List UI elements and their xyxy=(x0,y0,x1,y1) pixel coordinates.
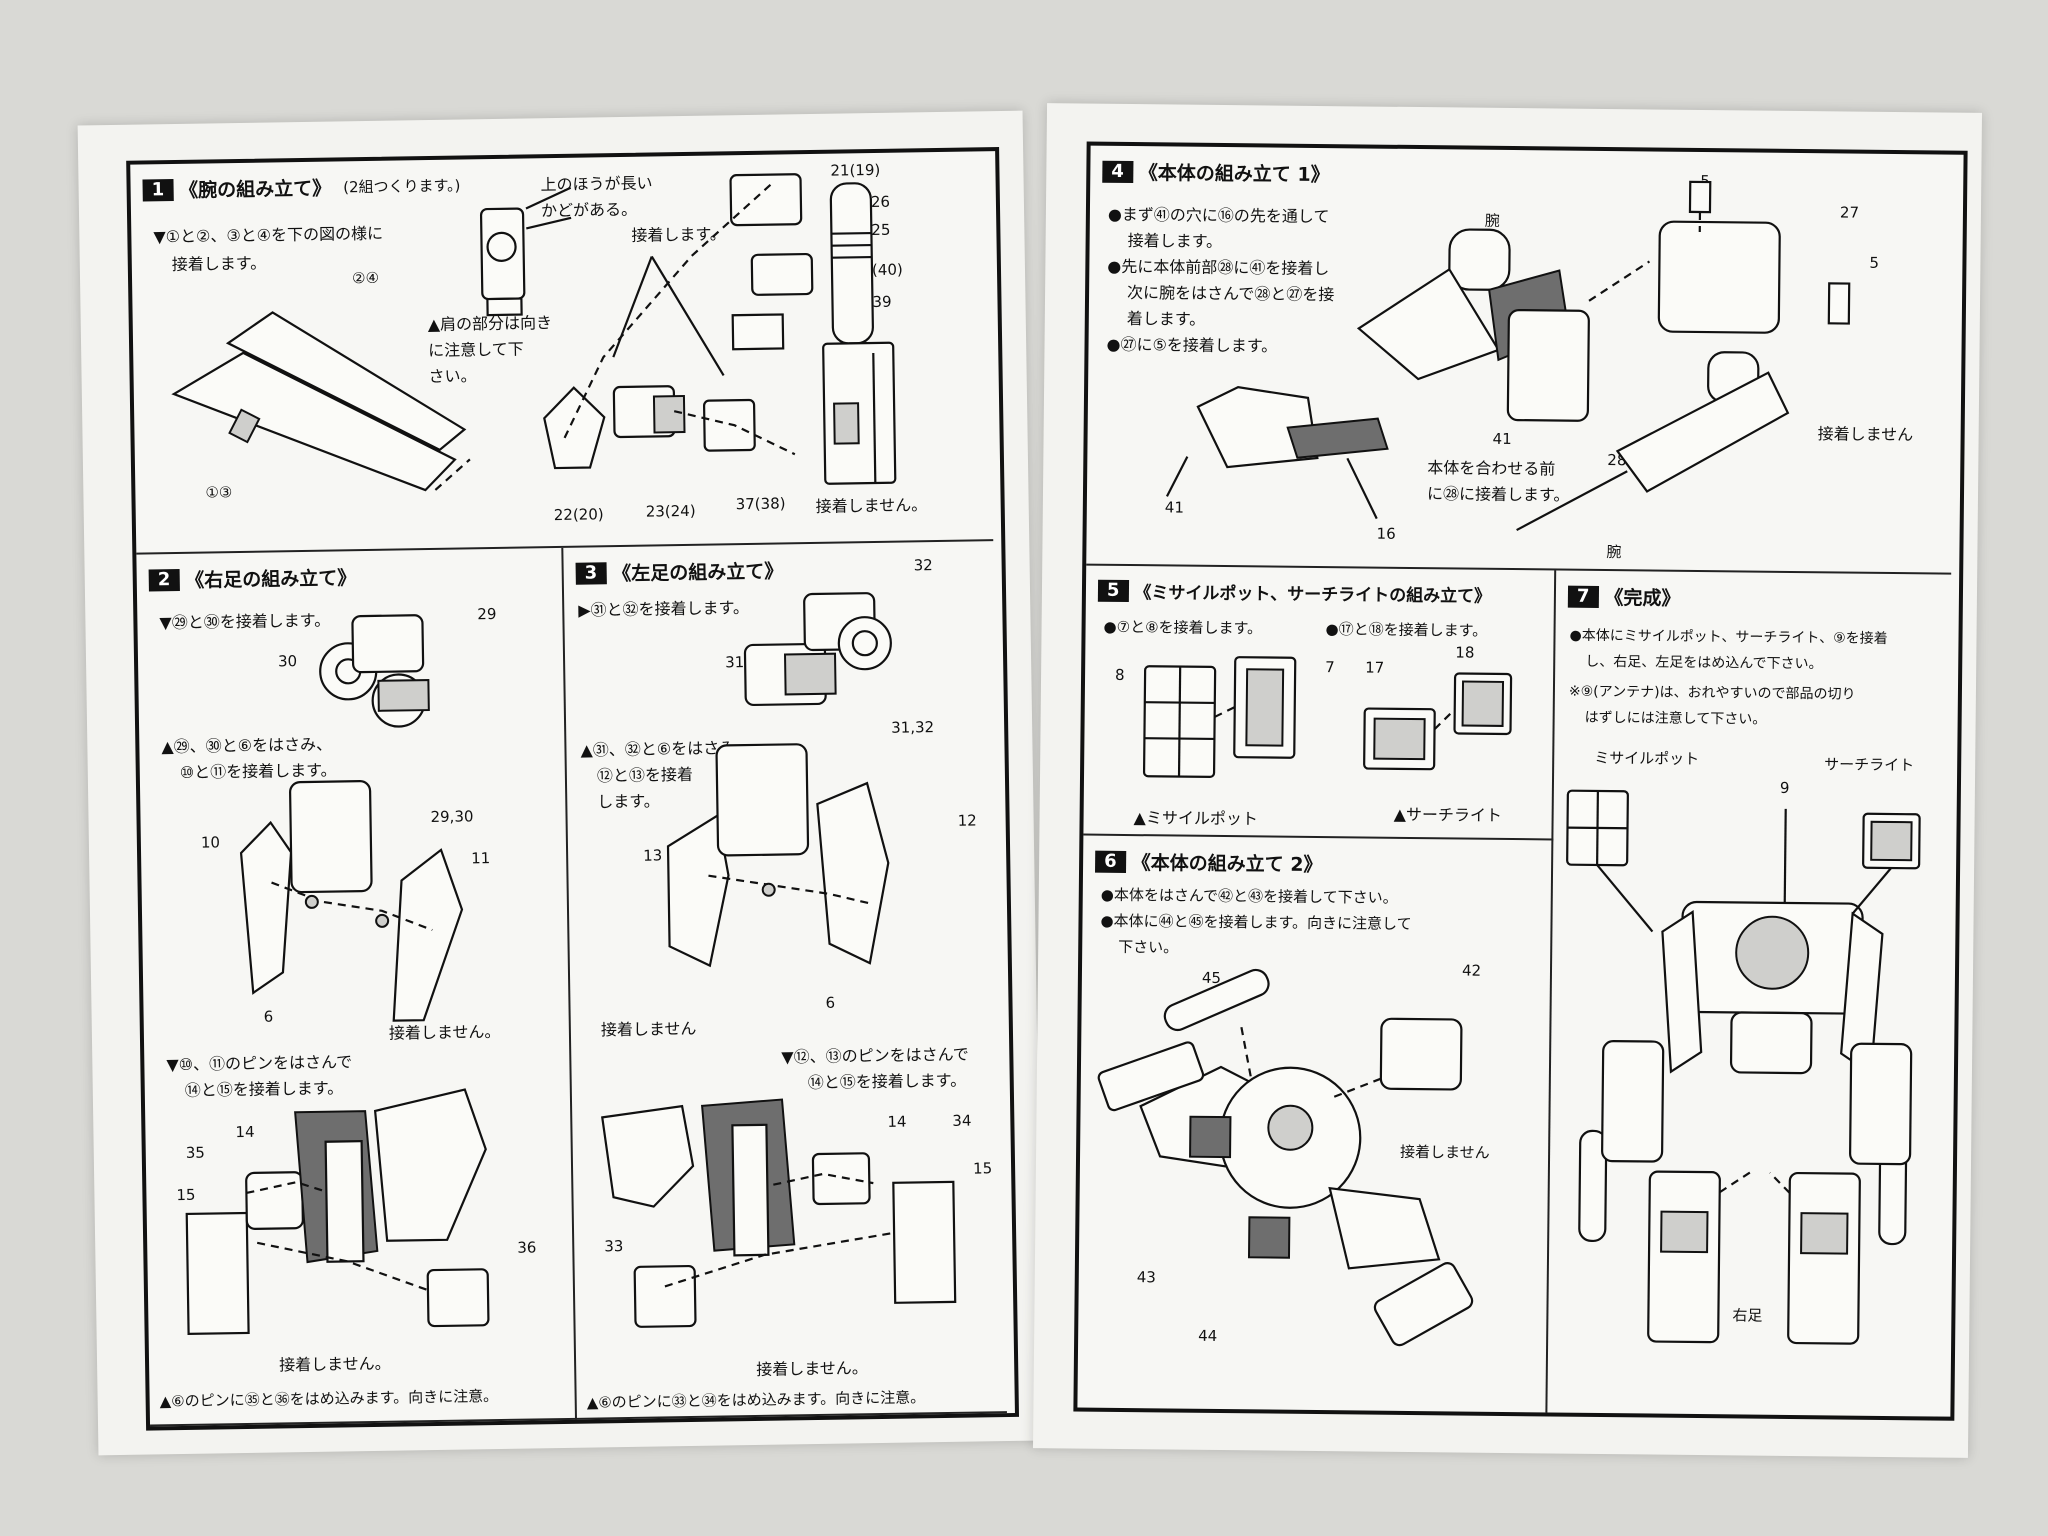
left-page-frame: 1 《腕の組み立て》 (2組つくります。) ▼①と②、③と④を下の図の様に 接着… xyxy=(126,147,1020,1431)
part-45 xyxy=(1163,968,1270,1078)
searchlight-parts xyxy=(1363,672,1513,771)
part-41-16 xyxy=(1165,386,1389,520)
body-front-28 xyxy=(1356,228,1590,422)
step5-parts-diagram xyxy=(1142,656,1513,778)
step2-panel: 2 《右足の組み立て》 ▼㉙と㉚を接着します。 ▲㉙、㉚と⑥をはさみ、 ⑩と⑪を… xyxy=(136,547,578,1427)
right-page-frame: 4 《本体の組み立て 1》 ●まず㊶の穴に⑯の先を通して 接着します。 ●先に本… xyxy=(1073,141,1968,1421)
step5-panel: 5 《ミサイルポット、サーチライトの組み立て》 ●⑦と⑧を接着します。 ●⑰と⑱… xyxy=(1083,565,1557,841)
joint-parts-31-32 xyxy=(743,592,892,707)
searchlight xyxy=(1862,812,1921,870)
part-42 xyxy=(1330,1017,1463,1100)
foot-assembly-1 xyxy=(185,1088,490,1336)
body-back-27 xyxy=(1588,180,1851,334)
arm-cannon-part xyxy=(822,182,897,485)
left-page: 1 《腕の組み立て》 (2組つくります。) ▼①と②、③と④を下の図の様に 接着… xyxy=(77,110,1044,1456)
leg-body-assembly-2 xyxy=(666,743,890,968)
right-page: 4 《本体の組み立て 1》 ●まず㊶の穴に⑯の先を通して 接着します。 ●先に本… xyxy=(1032,103,1983,1458)
upper-arm-parts xyxy=(543,173,814,470)
leg-body-assembly-1 xyxy=(239,780,464,1022)
step1-arm-diagram xyxy=(171,173,897,492)
foot-assembly-2 xyxy=(601,1098,957,1328)
shoulder-bracket-part xyxy=(479,186,572,317)
body-core xyxy=(1097,1041,1474,1347)
joint-parts-29-30 xyxy=(319,614,430,728)
step7-panel: 7 《完成》 ●本体にミサイルポット、サーチライト、⑨を接着 し、右足、左足をは… xyxy=(1547,570,1951,1416)
missile-pot-parts xyxy=(1142,656,1297,778)
robot-arms xyxy=(1578,1040,1913,1246)
step3-left-leg-diagram xyxy=(601,592,957,1328)
step1-panel: 1 《腕の組み立て》 (2組つくります。) ▼①と②、③と④を下の図の様に 接着… xyxy=(130,151,994,555)
robot-body xyxy=(1661,900,1884,1076)
arm-lower xyxy=(1516,351,1790,532)
step6-body-diagram xyxy=(1097,968,1474,1347)
step6-panel: 6 《本体の組み立て 2》 ●本体をはさんで㊷と㊸を接着して下さい。 ●本体に㊹… xyxy=(1077,835,1554,1413)
step4-panel: 4 《本体の組み立て 1》 ●まず㊶の穴に⑯の先を通して 接着します。 ●先に本… xyxy=(1086,145,1956,575)
step2-right-leg-diagram xyxy=(185,614,490,1336)
step4-body-diagram xyxy=(1165,180,1851,532)
step7-complete-robot-diagram xyxy=(1566,789,1921,1345)
arm-barrel-part xyxy=(171,311,471,492)
missile-pot xyxy=(1566,789,1629,867)
step3-panel: 3 《左足の組み立て》 ▶㉛と㉜を接着します。 ▲㉛、㉜と⑥をはさみ ⑫と⑬を接… xyxy=(563,541,1007,1420)
robot-legs xyxy=(1647,1170,1861,1345)
